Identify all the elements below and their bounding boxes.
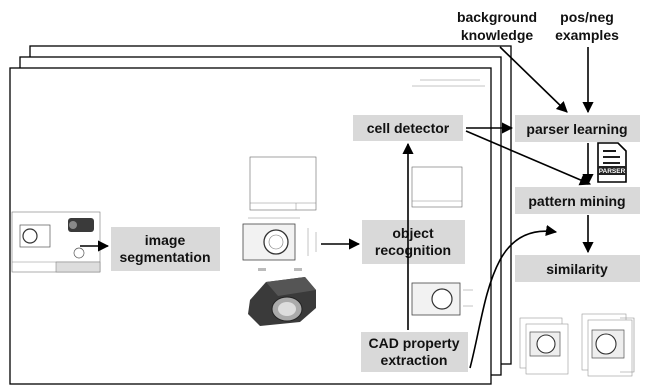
object-recognition-box [362,220,465,264]
pattern-mining-box [515,187,640,214]
cad-property-label-line1: CAD property [368,335,459,351]
parser-doc-label: PARSER [599,168,626,175]
image-segmentation-label-line2: segmentation [119,249,210,265]
page-corner-detail [412,79,485,87]
segmented-frame-thumbnail [249,156,317,211]
parser-document-icon: PARSER [597,142,627,183]
similar-results-stack [519,313,635,377]
parser-learning-box [515,115,640,142]
posneg-label-line2: examples [555,27,619,43]
image-segmentation-box [111,227,220,271]
arrow-background-to-parser [499,46,568,113]
arrow-cad-to-similarity [469,224,558,369]
cad-property-extraction-box [361,332,468,372]
input-drawing-thumbnail [11,211,101,273]
parser-learning-label: parser learning [526,121,627,137]
cad-property-label-line2: extraction [381,352,448,368]
similarity-label: similarity [546,261,608,277]
rendered-3d-part [248,277,316,326]
background-label-line2: knowledge [461,27,534,43]
flow-arrows [80,46,594,369]
posneg-label-line1: pos/neg [560,9,614,25]
background-label-line1: background [457,9,537,25]
cell-detector-label: cell detector [367,120,450,136]
segmented-part-view [242,217,317,271]
object-recognition-label-line1: object [392,225,434,241]
pattern-mining-label: pattern mining [528,193,625,209]
arrow-cell-to-pattern [465,130,592,186]
input-labels: background knowledge pos/neg examples [457,9,619,43]
cell-detector-box [353,115,463,141]
similarity-box [515,255,640,282]
part-view-thumbnail [411,282,473,316]
cell-frame-thumbnail [411,166,463,208]
image-segmentation-label-line1: image [145,232,186,248]
object-recognition-label-line2: recognition [375,242,451,258]
